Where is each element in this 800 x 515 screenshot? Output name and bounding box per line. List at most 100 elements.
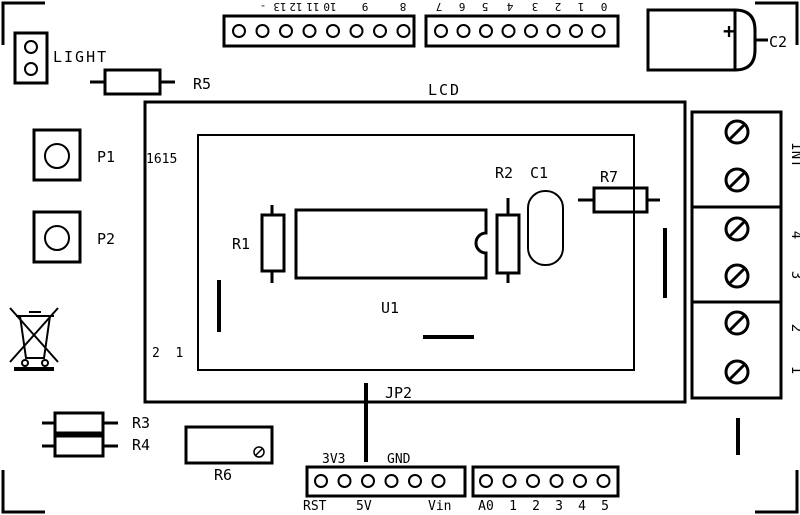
header-pin bbox=[569, 24, 583, 38]
header-pin bbox=[479, 474, 493, 488]
header-pin-number: 8 bbox=[400, 0, 407, 13]
resistor-r2 bbox=[495, 198, 521, 283]
lcd-pins-1615: 1615 bbox=[146, 152, 177, 167]
header-pin bbox=[502, 474, 517, 488]
pushbutton-p2 bbox=[32, 210, 82, 264]
r2-label: R2 bbox=[495, 164, 513, 182]
header-pin bbox=[591, 24, 606, 38]
power-pin-label: 5V bbox=[356, 499, 372, 514]
terminal-label: 2 bbox=[788, 324, 800, 332]
header-pin-number: 1 bbox=[578, 0, 585, 13]
resistor-r1 bbox=[260, 205, 286, 283]
header-pin bbox=[232, 24, 246, 38]
terminal-label: 1 bbox=[788, 366, 800, 374]
c1-label: C1 bbox=[530, 164, 548, 182]
screw-icon bbox=[724, 167, 750, 193]
lcd-label: LCD bbox=[428, 81, 461, 99]
r7-label: R7 bbox=[600, 168, 618, 186]
header-pin-number: 0 bbox=[601, 0, 608, 13]
header-pin-number: 6 bbox=[459, 0, 466, 13]
header-pin bbox=[361, 474, 375, 488]
header-pin bbox=[549, 474, 564, 488]
header-pin bbox=[384, 474, 399, 488]
gnd-label: GND bbox=[387, 452, 411, 467]
header-pin bbox=[501, 24, 516, 38]
header-pin bbox=[314, 474, 328, 488]
r6-label: R6 bbox=[214, 466, 232, 484]
header-pin bbox=[524, 24, 538, 38]
analog-pin-label: 4 bbox=[578, 499, 586, 514]
header-pin-number: - bbox=[260, 0, 267, 13]
analog-header bbox=[471, 465, 620, 498]
header-pin bbox=[349, 24, 364, 38]
screw-icon bbox=[724, 119, 750, 145]
screw-icon bbox=[724, 216, 750, 242]
screw-slot bbox=[728, 123, 746, 141]
screw-slot bbox=[728, 171, 746, 189]
header-pin bbox=[408, 474, 422, 488]
power-pin-label: Vin bbox=[428, 499, 451, 514]
light-label: LIGHT bbox=[53, 48, 108, 66]
u1-label: U1 bbox=[381, 299, 399, 317]
p1-label: P1 bbox=[97, 148, 115, 166]
terminal-label: 4 bbox=[788, 231, 800, 239]
lcd-outline bbox=[143, 100, 687, 404]
p2-label: P2 bbox=[97, 230, 115, 248]
analog-pin-label: 3 bbox=[555, 499, 563, 514]
header-pin-number: 10 bbox=[323, 0, 336, 13]
header-pin bbox=[337, 474, 352, 488]
screw-icon bbox=[724, 263, 750, 289]
light-connector bbox=[13, 31, 49, 85]
header-pin bbox=[255, 24, 270, 38]
terminal-label: INT bbox=[788, 142, 800, 168]
analog-pin-label: 1 bbox=[509, 499, 517, 514]
header-pin-number: 3 bbox=[532, 0, 539, 13]
header-pin bbox=[479, 24, 493, 38]
header-pin-number: 5 bbox=[482, 0, 489, 13]
header-pin bbox=[326, 24, 340, 38]
resistor-r7 bbox=[578, 186, 660, 214]
c2-plus-label: + bbox=[723, 19, 735, 43]
jp2-label: JP2 bbox=[385, 384, 412, 402]
header-pin bbox=[546, 24, 561, 38]
screw-slot bbox=[728, 267, 746, 285]
resistor-r5 bbox=[90, 68, 175, 96]
header-pin bbox=[434, 24, 448, 38]
analog-pin-label: 5 bbox=[601, 499, 609, 514]
power-pin-label: RST bbox=[303, 499, 327, 514]
header-pin bbox=[456, 24, 471, 38]
header-pin bbox=[596, 474, 611, 488]
terminal-labels: INT 4 3 2 1 bbox=[788, 142, 800, 374]
terminal-label: 3 bbox=[788, 271, 800, 279]
r4-label: R4 bbox=[132, 436, 150, 454]
header-pin bbox=[302, 24, 317, 38]
resistor-r4 bbox=[42, 434, 118, 458]
header-pin bbox=[396, 24, 411, 38]
pushbutton-p1 bbox=[32, 128, 82, 182]
c2-label: C2 bbox=[769, 33, 787, 51]
screw-slot bbox=[728, 314, 746, 332]
screw-icon bbox=[724, 310, 750, 336]
header-pin-number: 7 bbox=[436, 0, 443, 13]
top-right-header-numbers: 7 6 5 4 3 2 1 0 bbox=[436, 0, 608, 13]
header-pin-number: 4 bbox=[506, 0, 513, 13]
top-right-header bbox=[424, 14, 620, 48]
3v3-label: 3V3 bbox=[322, 452, 345, 467]
ic-u1 bbox=[294, 208, 488, 280]
analog-pin-label: 2 bbox=[532, 499, 540, 514]
power-header-labels: RST 5V Vin bbox=[303, 499, 451, 514]
weee-bin-icon bbox=[9, 307, 59, 371]
header-pin-number: 2 bbox=[555, 0, 562, 13]
capacitor-c1 bbox=[527, 190, 564, 266]
header-pin-number: 12 bbox=[289, 0, 302, 13]
header-pin-number: 9 bbox=[362, 0, 369, 13]
resistor-r3 bbox=[42, 411, 118, 435]
trimmer-r6 bbox=[184, 425, 274, 465]
header-pin bbox=[573, 474, 587, 488]
screw-icon bbox=[724, 359, 750, 385]
lcd-pins-21: 2 1 bbox=[152, 346, 183, 361]
analog-pin-label: A0 bbox=[478, 499, 494, 514]
